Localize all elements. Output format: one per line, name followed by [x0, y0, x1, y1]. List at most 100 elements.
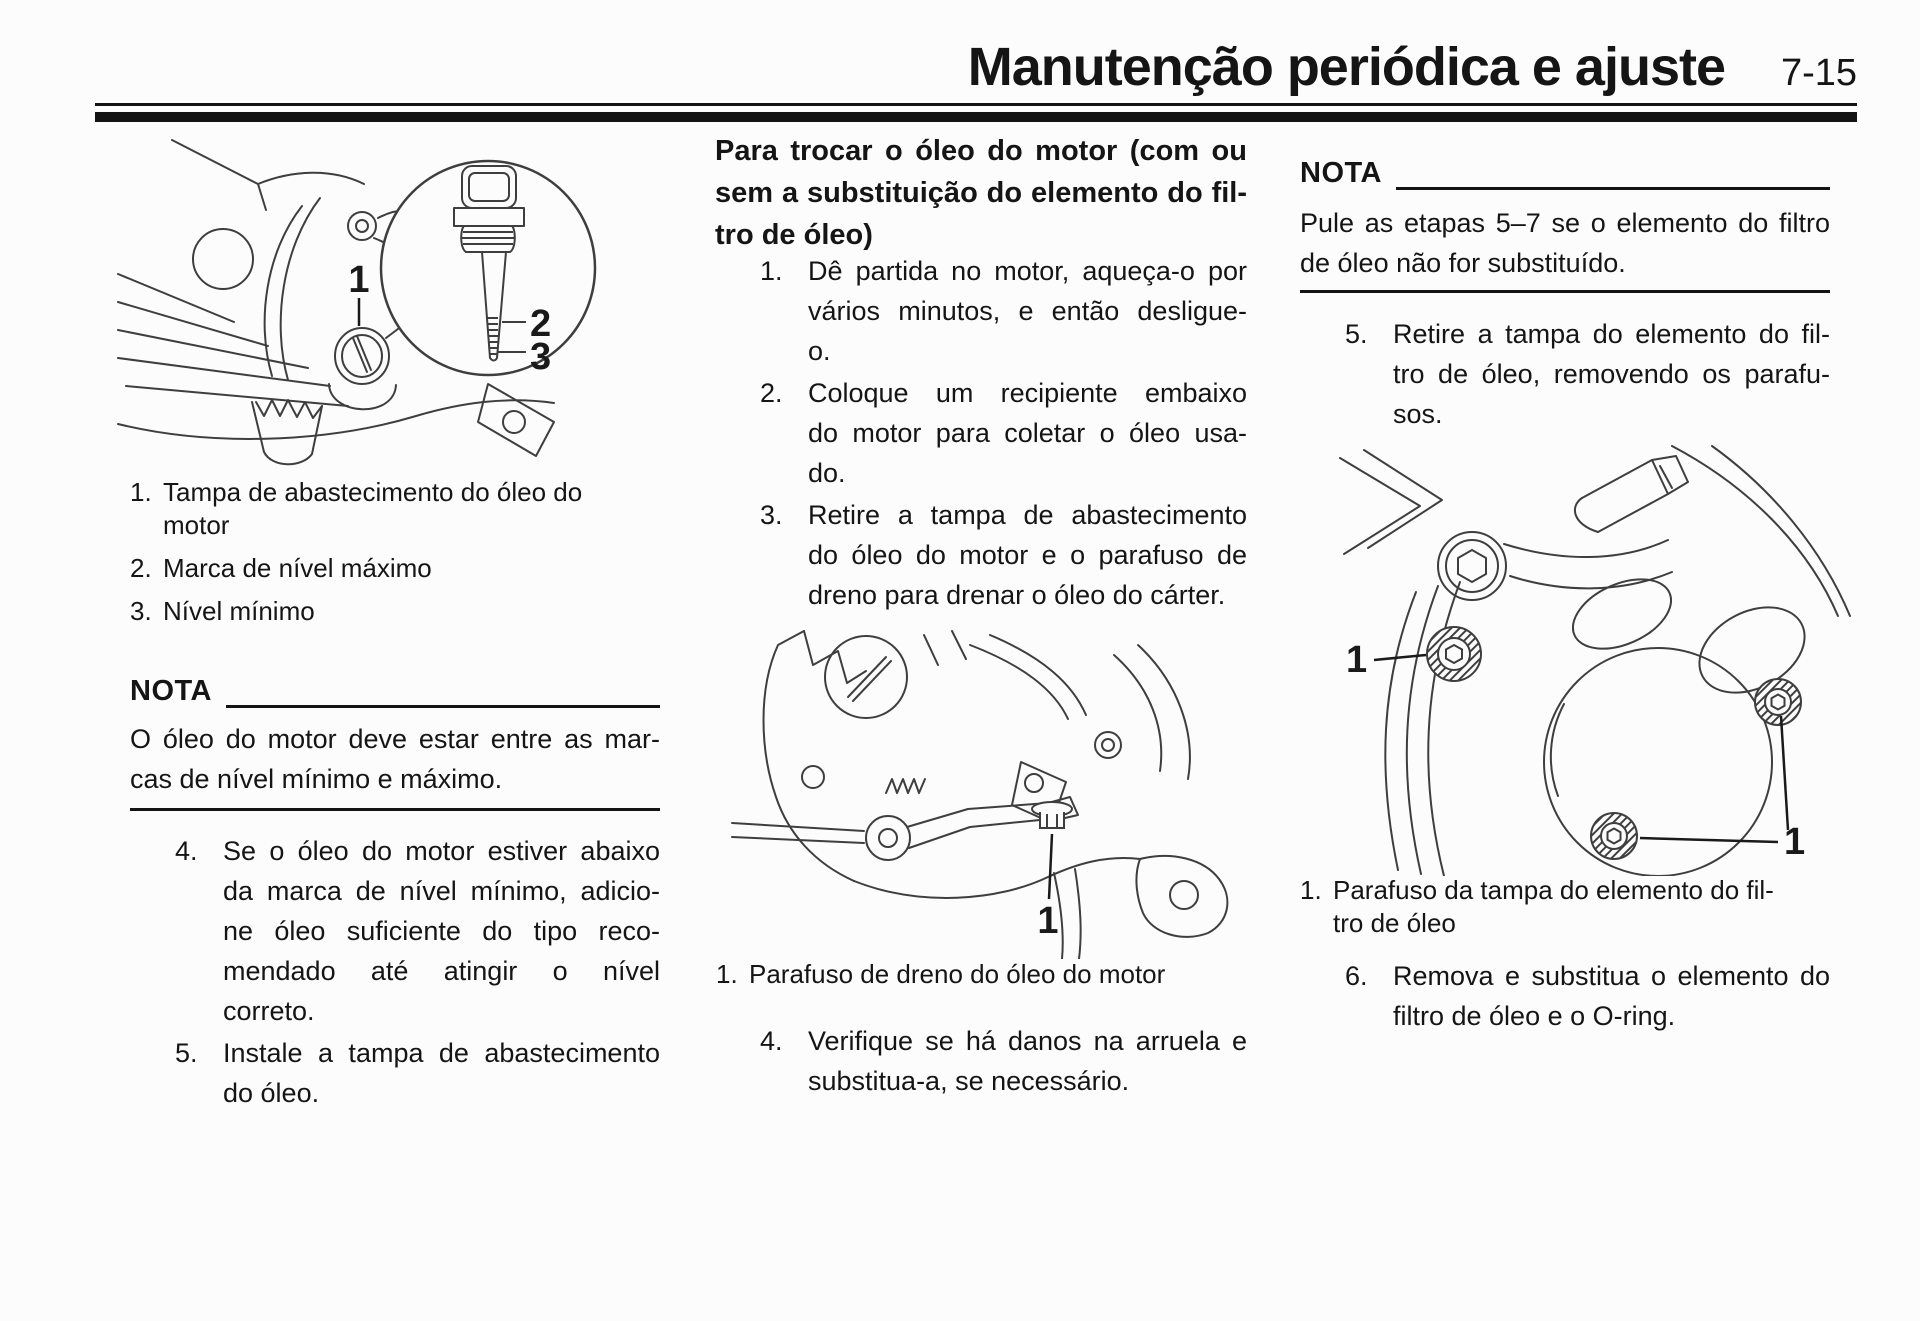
note-underline — [1396, 160, 1830, 190]
header-rule-thin — [95, 103, 1857, 106]
caption-number: 3. — [130, 596, 152, 626]
note-body-right: Pule as etapas 5–7 se o elemento do filt… — [1300, 203, 1830, 283]
step-number: 3. — [760, 500, 783, 530]
callout-filler-cap-label: 1 — [348, 259, 369, 301]
step-number: 4. — [760, 1026, 783, 1056]
text-line: do motor para coletar o óleo usa- — [808, 418, 1247, 448]
note-underline — [226, 678, 660, 708]
text-line: Nível mínimo — [163, 596, 315, 626]
text-line: Parafuso da tampa do elemento do fil- — [1333, 875, 1774, 905]
text-line: do. — [808, 458, 846, 488]
callout-line — [1047, 833, 1054, 900]
text-line: Tampa de abastecimento do óleo do — [163, 477, 583, 507]
step-number: 6. — [1345, 961, 1368, 991]
text-line: Marca de nível máximo — [163, 553, 432, 583]
step-text: Coloque um recipiente embaixo do motor pa… — [808, 373, 1247, 493]
note-end-rule-left — [130, 808, 660, 811]
engine-underside-illustration: 1 — [731, 630, 1229, 959]
note-header-right: NOTA — [1300, 156, 1830, 190]
caption-text: Parafuso de dreno do óleo do motor — [749, 958, 1248, 991]
drain-bolt-drawing — [1031, 801, 1073, 829]
filter-cover-illustration: 1 1 — [1339, 445, 1851, 876]
step-item: 5. Instale a tampa de abastecimento do ól… — [130, 1033, 660, 1113]
text-line: Parafuso de dreno do óleo do motor — [749, 959, 1166, 989]
page-number: 7-15 — [1780, 52, 1857, 94]
callout-drain-bolt-label: 1 — [1037, 900, 1058, 942]
figure2-caption-list: 1. Parafuso de dreno do óleo do motor — [716, 958, 1248, 1001]
note-header-left: NOTA — [130, 674, 660, 708]
text-line: Retire a tampa de abastecimento — [808, 500, 1247, 530]
note-label: NOTA — [130, 675, 213, 707]
text-line: mendado até atingir o nível — [223, 956, 660, 986]
callout-line — [1779, 715, 1790, 831]
caption-number: 2. — [130, 553, 152, 583]
text-line: filtro de óleo e o O-ring. — [1393, 1001, 1676, 1031]
text-line: motor — [163, 510, 230, 540]
step-number: 5. — [1345, 319, 1368, 349]
text-line: Instale a tampa de abastecimento — [223, 1038, 660, 1068]
step-item: 5. Retire a tampa do elemento do fil-tro… — [1300, 314, 1830, 434]
text-line: Retire a tampa do elemento do fil- — [1393, 319, 1830, 349]
step-text: Instale a tampa de abastecimento do óleo. — [223, 1033, 660, 1113]
callout-cover-bolt-label-left: 1 — [1346, 639, 1367, 681]
text-line: sos. — [1393, 399, 1443, 429]
caption-text: Marca de nível máximo — [163, 552, 660, 585]
caption-item: 1. Parafuso de dreno do óleo do motor — [716, 958, 1248, 991]
figure-filter-cover-bolts: 1 1 — [1320, 444, 1860, 876]
caption-text: Nível mínimo — [163, 595, 660, 628]
page-title: Manutenção periódica e ajuste — [967, 37, 1726, 97]
text-line: Remova e substitua o elemento do — [1393, 961, 1830, 991]
caption-text: Parafuso da tampa do elemento do fil-tro… — [1333, 874, 1830, 940]
text-line: tro de óleo, removendo os parafu- — [1393, 359, 1830, 389]
text-line: dreno para drenar o óleo do cárter. — [808, 580, 1226, 610]
callout-min-level-label: 3 — [530, 336, 551, 378]
callout-max-level-label: 2 — [530, 303, 551, 345]
step-item: 2. Coloque um recipiente embaixo do motor… — [715, 373, 1247, 493]
step-item: 3. Retire a tampa de abastecimento do óle… — [715, 495, 1247, 615]
step-number: 2. — [760, 378, 783, 408]
figure-oil-filler-dipstick: 1 2 3 — [116, 126, 598, 471]
caption-number: 1. — [1300, 875, 1322, 905]
callout-cover-bolt-label-right: 1 — [1784, 821, 1805, 863]
text-line: Pule as etapas 5–7 se o elemento do filt… — [1300, 208, 1830, 238]
step-number: 4. — [175, 836, 198, 866]
text-line: do óleo. — [223, 1078, 320, 1108]
caption-number: 1. — [130, 477, 152, 507]
right-steps-a: 5. Retire a tampa do elemento do fil-tro… — [1300, 314, 1830, 436]
figure3-caption-list: 1. Parafuso da tampa do elemento do fil-… — [1300, 874, 1830, 950]
caption-number: 1. — [716, 959, 738, 989]
note-body-left: O óleo do motor deve estar entre as mar-… — [130, 719, 660, 799]
magnifier-inset-circle — [379, 159, 597, 377]
caption-item: 2. Marca de nível máximo — [130, 552, 660, 585]
text-line: do óleo do motor e o parafuso de — [808, 540, 1247, 570]
text-line: cas de nível mínimo e máximo. — [130, 764, 503, 794]
header-rule-thick — [95, 112, 1857, 122]
note-end-rule-right — [1300, 290, 1830, 293]
step-text: Remova e substitua o elemento do filtro d… — [1393, 956, 1830, 1036]
text-line: Dê partida no motor, aqueça-o por — [808, 256, 1247, 286]
text-line: tro de óleo) — [715, 219, 873, 251]
step-item: 6. Remova e substitua o elemento do filtr… — [1300, 956, 1830, 1036]
text-line: sem a substituição do elemento do fil- — [715, 177, 1247, 209]
text-line: Coloque um recipiente embaixo — [808, 378, 1247, 408]
callout-line — [1639, 836, 1779, 844]
dipstick-drawing — [453, 165, 526, 362]
text-line: da marca de nível mínimo, adicio- — [223, 876, 660, 906]
caption-item: 3. Nível mínimo — [130, 595, 660, 628]
step-text: Retire a tampa de abastecimento do óleo d… — [808, 495, 1247, 615]
step-number: 5. — [175, 1038, 198, 1068]
